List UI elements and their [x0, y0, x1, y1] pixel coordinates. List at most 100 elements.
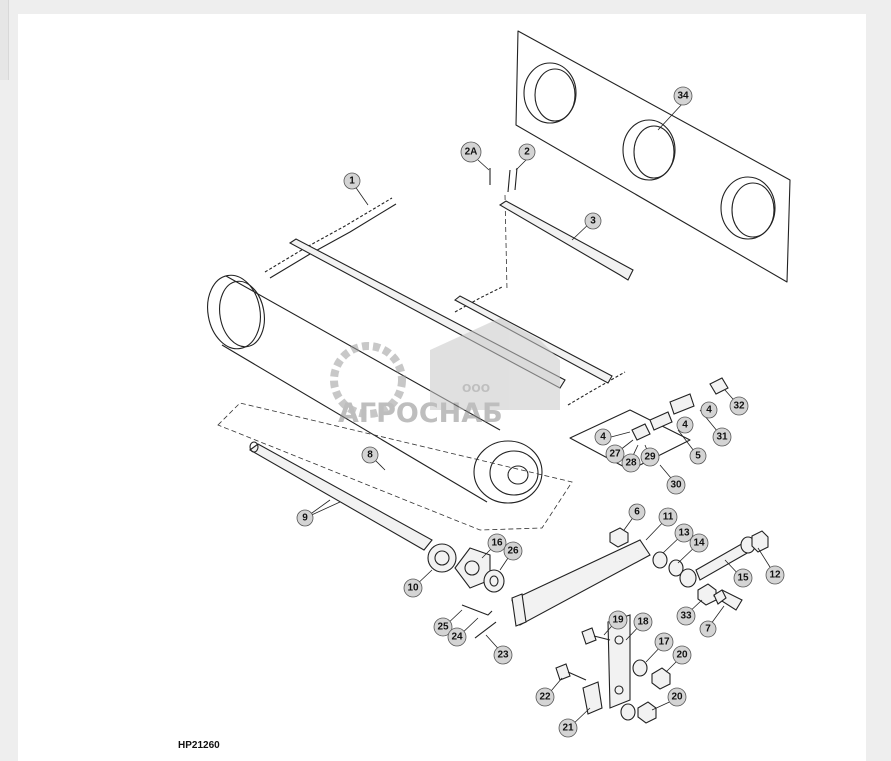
- callout-34: 34: [673, 86, 693, 106]
- svg-text:10: 10: [407, 583, 419, 594]
- svg-text:29: 29: [644, 452, 656, 463]
- hardware-kit-30: [569, 377, 740, 485]
- nuts-20-bottom: [620, 698, 677, 724]
- callout-30: 30: [666, 475, 686, 495]
- callout-5: 5: [689, 447, 707, 465]
- svg-text:20: 20: [676, 650, 688, 661]
- svg-text:12: 12: [769, 570, 781, 581]
- callout-2a: 2A: [460, 141, 482, 163]
- callout-6: 6: [628, 503, 646, 521]
- callout-13: 13: [674, 523, 694, 543]
- callout-3: 3: [584, 212, 602, 230]
- sleeve-1: [523, 62, 577, 124]
- svg-text:5: 5: [695, 451, 701, 462]
- svg-text:3: 3: [590, 216, 596, 227]
- page-edge: [0, 0, 9, 80]
- flange-16: [454, 542, 498, 589]
- svg-text:1: 1: [349, 176, 355, 187]
- bolts-2: [477, 158, 528, 291]
- svg-text:27: 27: [609, 449, 621, 460]
- callout-2: 2: [518, 143, 536, 161]
- callout-16: 16: [487, 533, 507, 553]
- bearing-10: [412, 543, 457, 589]
- callout-27: 27: [605, 444, 625, 464]
- callout-7: 7: [699, 620, 717, 638]
- callout-20-top: 20: [672, 645, 692, 665]
- callout-15: 15: [733, 568, 753, 588]
- svg-text:2A: 2A: [465, 147, 478, 158]
- watermark-prefix: ООО: [462, 382, 490, 395]
- callout-32: 32: [729, 396, 749, 416]
- shaft-9: [249, 441, 433, 551]
- watermark-name: АГРОСНАБ: [338, 398, 503, 429]
- callout-labels: 1 2A 2 3 34 4 32 4 31 4 27 28 29 5 30 8 …: [296, 86, 785, 738]
- callout-11: 11: [658, 507, 678, 527]
- callout-4-b: 4: [676, 416, 694, 434]
- svg-text:13: 13: [678, 528, 690, 539]
- chain-right: [454, 286, 626, 406]
- svg-text:26: 26: [507, 546, 519, 557]
- callout-8: 8: [361, 446, 379, 464]
- svg-text:23: 23: [497, 650, 509, 661]
- svg-text:4: 4: [706, 405, 712, 416]
- callout-10: 10: [403, 578, 423, 598]
- callout-21: 21: [558, 718, 578, 738]
- callout-12: 12: [765, 565, 785, 585]
- nut-6: [609, 511, 638, 548]
- svg-text:34: 34: [677, 91, 689, 102]
- svg-text:11: 11: [663, 512, 674, 523]
- svg-text:6: 6: [634, 507, 640, 518]
- sleeve-3: [720, 176, 776, 240]
- callout-23: 23: [493, 645, 513, 665]
- bolt-7: [707, 589, 743, 629]
- svg-text:17: 17: [658, 637, 670, 648]
- callout-25: 25: [433, 617, 453, 637]
- svg-text:28: 28: [625, 458, 637, 469]
- svg-text:19: 19: [612, 615, 624, 626]
- svg-text:8: 8: [367, 450, 373, 461]
- callout-17: 17: [654, 632, 674, 652]
- svg-text:9: 9: [302, 513, 308, 524]
- svg-text:20: 20: [671, 692, 683, 703]
- callout-29: 29: [640, 447, 660, 467]
- parts-diagram: ООО АГРОСНАБ 1 2A 2 3 34 4 32 4 31 4 27 …: [207, 30, 791, 738]
- sleeve-inset-panel: [515, 30, 791, 283]
- svg-text:15: 15: [737, 573, 749, 584]
- collar-26: [483, 551, 513, 593]
- callout-24: 24: [447, 627, 467, 647]
- svg-text:33: 33: [680, 611, 692, 622]
- figure-id: HP21260: [178, 740, 220, 751]
- arm-11: [511, 516, 669, 627]
- callout-26: 26: [503, 541, 523, 561]
- washer-17: [632, 642, 665, 677]
- callout-33: 33: [676, 606, 696, 626]
- svg-text:32: 32: [733, 401, 745, 412]
- callout-19: 19: [608, 610, 628, 630]
- svg-text:22: 22: [539, 692, 551, 703]
- callout-18: 18: [633, 612, 653, 632]
- svg-text:25: 25: [437, 622, 449, 633]
- svg-text:31: 31: [716, 432, 728, 443]
- watermark-logo: ООО АГРОСНАБ: [330, 318, 560, 429]
- svg-text:2: 2: [524, 147, 530, 158]
- svg-text:21: 21: [562, 723, 574, 734]
- svg-text:7: 7: [705, 624, 711, 635]
- callout-1: 1: [343, 172, 361, 190]
- svg-text:24: 24: [451, 632, 463, 643]
- svg-text:16: 16: [491, 538, 503, 549]
- svg-text:30: 30: [670, 480, 682, 491]
- callout-28: 28: [621, 453, 641, 473]
- callout-9: 9: [296, 509, 314, 527]
- callout-22: 22: [535, 687, 555, 707]
- washers-13-14: [652, 533, 699, 588]
- callout-31: 31: [712, 427, 732, 447]
- callout-14: 14: [689, 533, 709, 553]
- plate-21: [569, 681, 603, 728]
- sleeve-2: [622, 119, 676, 181]
- callout-4-a: 4: [700, 401, 718, 419]
- svg-text:4: 4: [600, 432, 606, 443]
- callout-4-c: 4: [594, 428, 612, 446]
- slat-bar-3: [498, 200, 634, 281]
- svg-text:4: 4: [682, 420, 688, 431]
- diagram-sheet: ООО АГРОСНАБ 1 2A 2 3 34 4 32 4 31 4 27 …: [18, 14, 866, 761]
